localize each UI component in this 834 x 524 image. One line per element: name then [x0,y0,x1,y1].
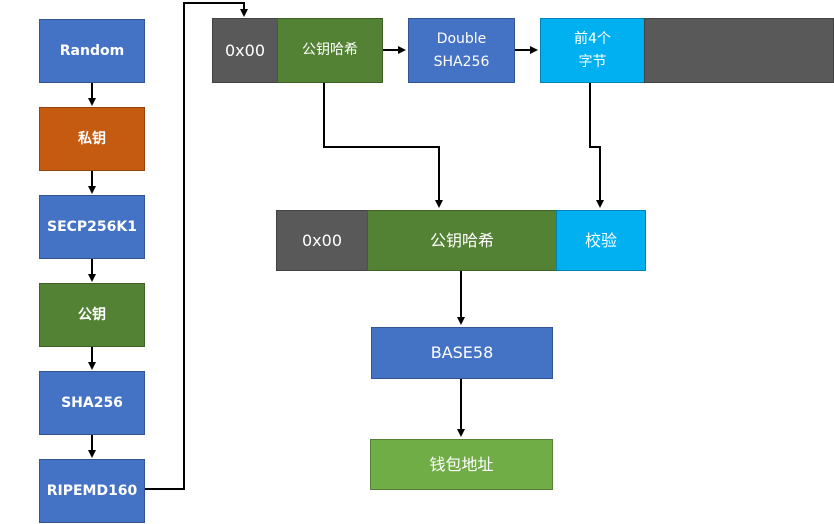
double-sha256-box: Double SHA256 [408,18,515,83]
random-box: Random [39,19,145,83]
private-key-box: 私钥 [39,107,145,171]
top-prefix-box: 0x00 [212,18,278,83]
secp256k1-box: SECP256K1 [39,195,145,259]
connector-first4-down [589,82,604,208]
public-key-box: 公钥 [39,283,145,347]
mid-prefix-box: 0x00 [276,210,368,271]
top-pubkey-hash-box: 公钥哈希 [277,18,383,83]
connector-ripemd-to-top-row [145,2,248,490]
mid-pubkey-hash-box: 公钥哈希 [367,210,557,271]
sha256-box: SHA256 [39,371,145,435]
wallet-address-box: 钱包地址 [370,439,553,490]
ripemd160-box: RIPEMD160 [39,459,145,523]
first-4-bytes-box: 前4个 字节 [540,18,645,83]
remaining-bytes-box [644,18,834,83]
base58-box: BASE58 [371,327,553,379]
checksum-box: 校验 [556,210,646,271]
connector-hash-down [323,82,443,208]
